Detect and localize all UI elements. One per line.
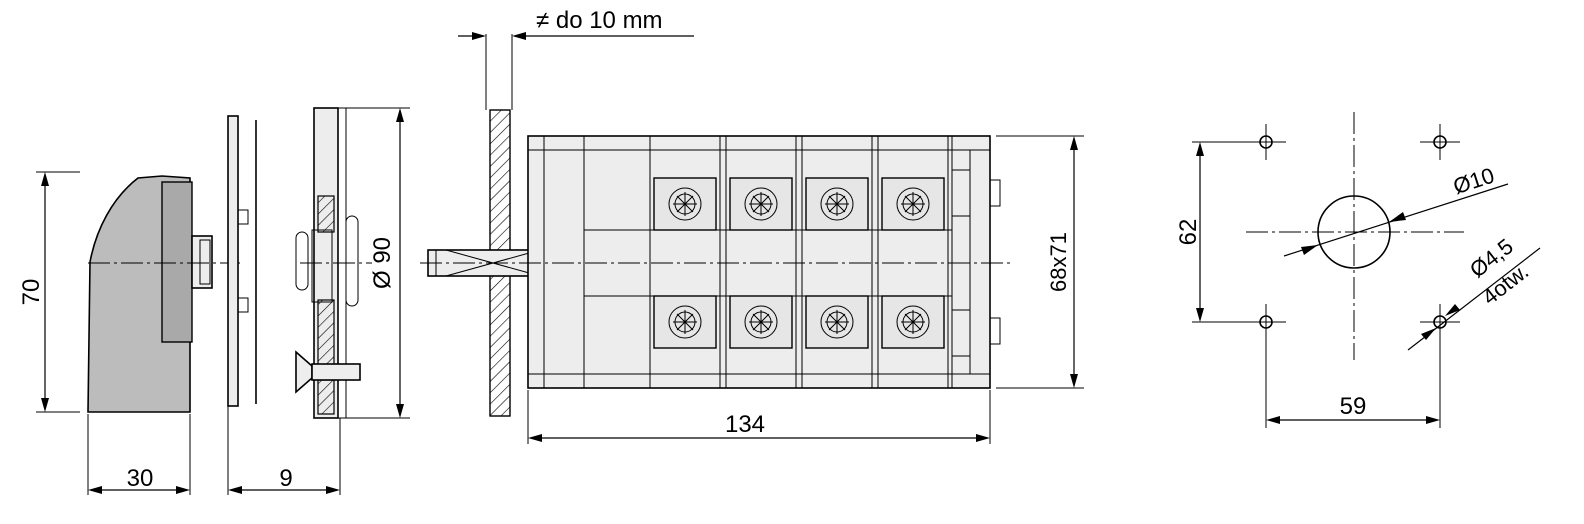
mounting-section-view: Ø 90: [295, 107, 410, 419]
label-plate-thickness: ≠ do 10 mm: [536, 7, 663, 34]
terminal-column: [877, 135, 949, 389]
switch-body-view: ≠ do 10 mm: [420, 7, 1084, 444]
terminal-column: [725, 135, 797, 389]
label-diameter-90: Ø 90: [369, 237, 396, 289]
panel-cutout-view: 62 59 Ø10 Ø4,5 4otw.: [1175, 112, 1541, 428]
label-height: 70: [18, 279, 45, 306]
label-knob-depth: 30: [127, 465, 154, 492]
terminal-column: [801, 135, 873, 389]
label-cutout-width: 59: [1340, 393, 1367, 420]
label-cutout-height: 62: [1175, 219, 1202, 246]
knob-side-view: 70 30: [18, 171, 240, 495]
mounting-hole: [1420, 124, 1460, 160]
label-center-hole: Ø10: [1450, 163, 1497, 200]
front-plate-view: 9: [227, 115, 341, 495]
label-length: 134: [725, 411, 765, 438]
label-plate-depth: 9: [279, 465, 292, 492]
label-body-size: 68x71: [1046, 232, 1071, 292]
terminal-column: [649, 135, 721, 389]
